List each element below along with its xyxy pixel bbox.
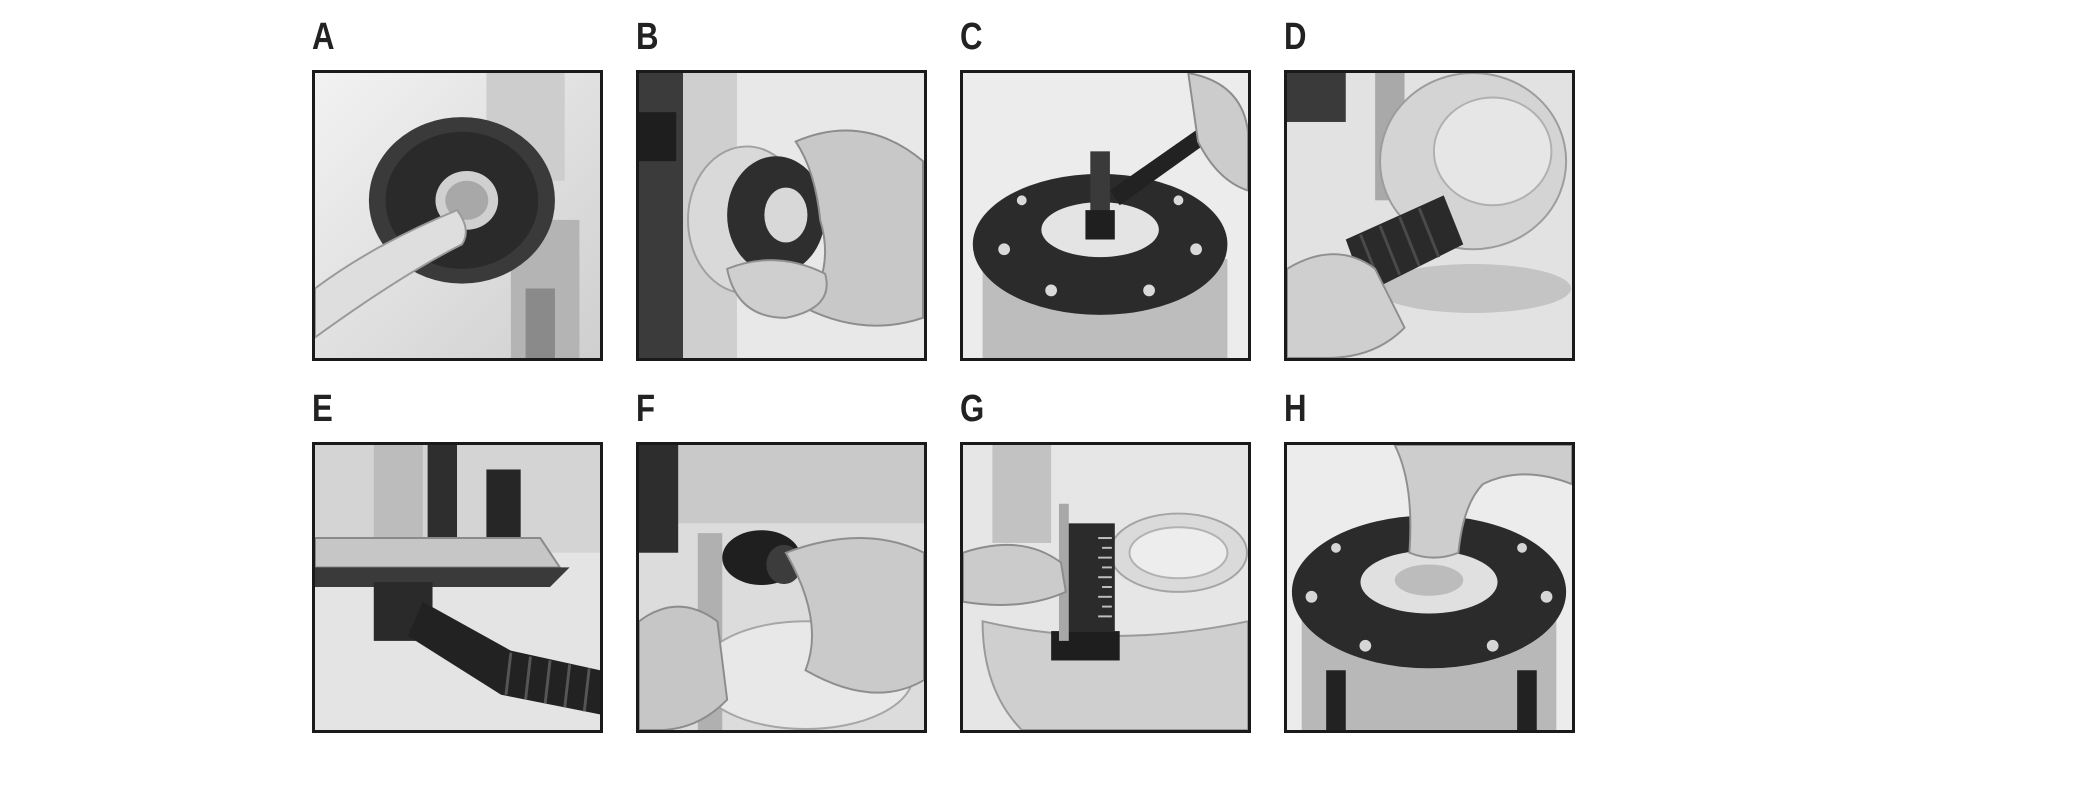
panel-label: A: [312, 16, 335, 58]
photo-e: [312, 442, 603, 733]
photo-c: [960, 70, 1251, 361]
panel-label: E: [312, 388, 333, 430]
panel-label: H: [1284, 388, 1307, 430]
panel-label: F: [636, 388, 656, 430]
panel-b: B: [636, 18, 931, 368]
panel-f: F: [636, 390, 931, 740]
photo-b: [636, 70, 927, 361]
photo-f: [636, 442, 927, 733]
panel-d: D: [1284, 18, 1579, 368]
router-knob-grip-image: [639, 73, 924, 358]
photo-d: [1284, 70, 1575, 361]
dust-hose-attach-image: [1287, 73, 1572, 358]
panel-c: C: [960, 18, 1255, 368]
panel-label: C: [960, 16, 983, 58]
photo-a: [312, 70, 603, 361]
panel-e: E: [312, 390, 607, 740]
panel-label: B: [636, 16, 659, 58]
depth-scale-stop-image: [963, 445, 1248, 730]
panel-label: G: [960, 388, 985, 430]
dust-extraction-base-image: [315, 445, 600, 730]
panel-h: H: [1284, 390, 1579, 740]
photo-g: [960, 442, 1251, 733]
depth-lock-knob-image: [639, 445, 924, 730]
router-adjustment-knob-image: [315, 73, 600, 358]
photo-h: [1284, 442, 1575, 733]
template-guide-insert-image: [1287, 445, 1572, 730]
panel-a: A: [312, 18, 607, 368]
panel-label: D: [1284, 16, 1307, 58]
collet-wrench-base-image: [963, 73, 1248, 358]
panel-g: G: [960, 390, 1255, 740]
